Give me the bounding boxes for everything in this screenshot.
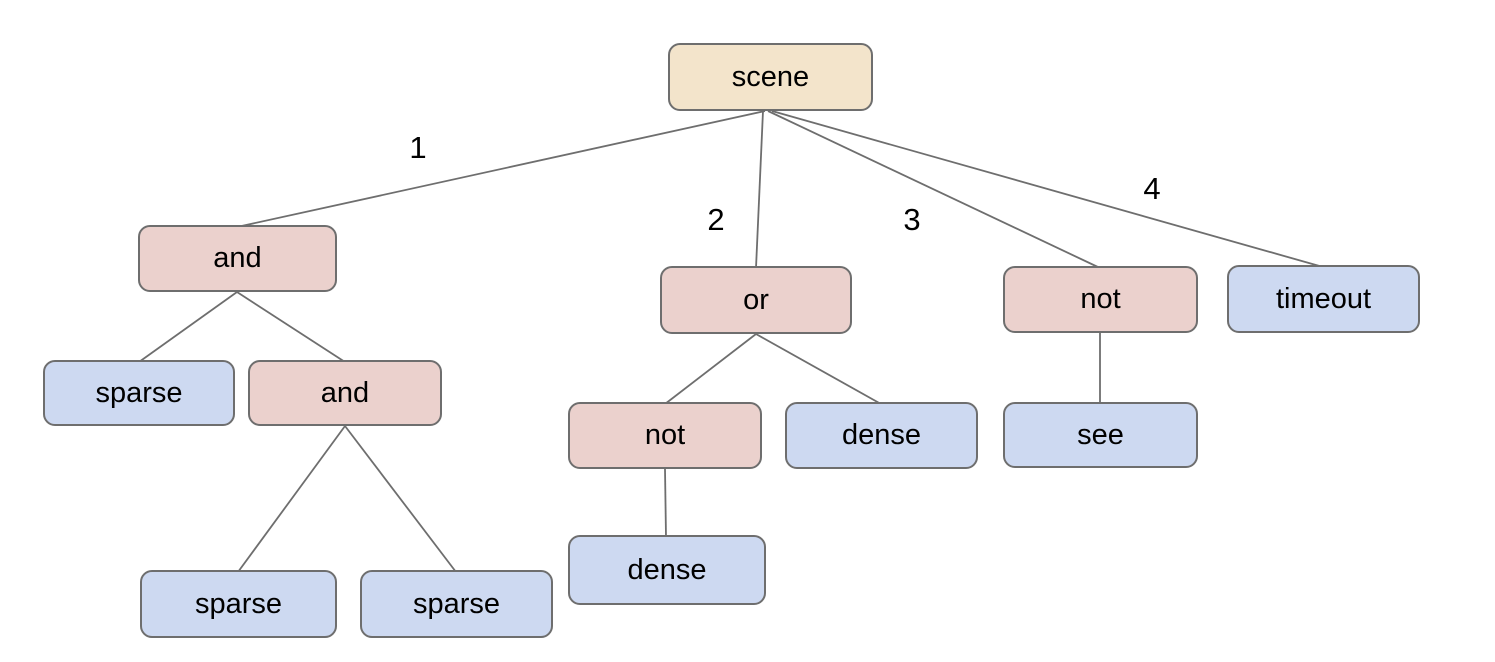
edge-and-sparse [138,291,238,363]
node-and-2-label: and [320,376,370,409]
edge-scene-not [767,110,1101,269]
node-not-2: not [568,402,762,469]
edge-or-not [664,333,757,405]
node-dense-2-label: dense [627,553,707,586]
node-or: or [660,266,852,334]
node-not-1: not [1003,266,1198,333]
node-dense-1-label: dense [841,419,921,451]
edge-label-1: 1 [409,130,426,165]
edge-scene-timeout [771,110,1324,268]
node-and-1: and [138,225,337,292]
node-or-label: or [743,283,769,316]
edge-label-4: 4 [1143,171,1160,206]
node-scene-label: scene [731,60,810,93]
node-and-1-label: and [213,242,262,274]
edge-label-3: 3 [903,202,920,237]
node-sparse-3: sparse [360,570,553,638]
edge-not2-dense [664,468,667,538]
edge-and-and [236,291,346,363]
node-not-2-label: not [644,419,686,451]
node-sparse-2: sparse [140,570,337,638]
edge-scene-and [236,110,766,228]
node-timeout: timeout [1227,265,1420,333]
node-sparse-1-label: sparse [95,376,183,409]
node-not-1-label: not [1080,283,1121,315]
node-dense-2: dense [568,535,766,605]
node-sparse-2-label: sparse [194,587,283,620]
node-timeout-label: timeout [1275,282,1372,315]
node-scene: scene [668,43,873,111]
edge-and2-sparse-left [237,425,346,573]
edge-or-dense [755,333,882,405]
edge-label-2: 2 [707,202,724,237]
node-dense-1: dense [785,402,978,469]
edge-scene-or [755,110,764,269]
edge-and2-sparse-right [344,425,457,573]
node-sparse-3-label: sparse [412,587,501,620]
node-see-label: see [1077,418,1124,451]
node-and-2: and [248,360,442,426]
node-sparse-1: sparse [43,360,235,426]
node-see: see [1003,402,1198,468]
